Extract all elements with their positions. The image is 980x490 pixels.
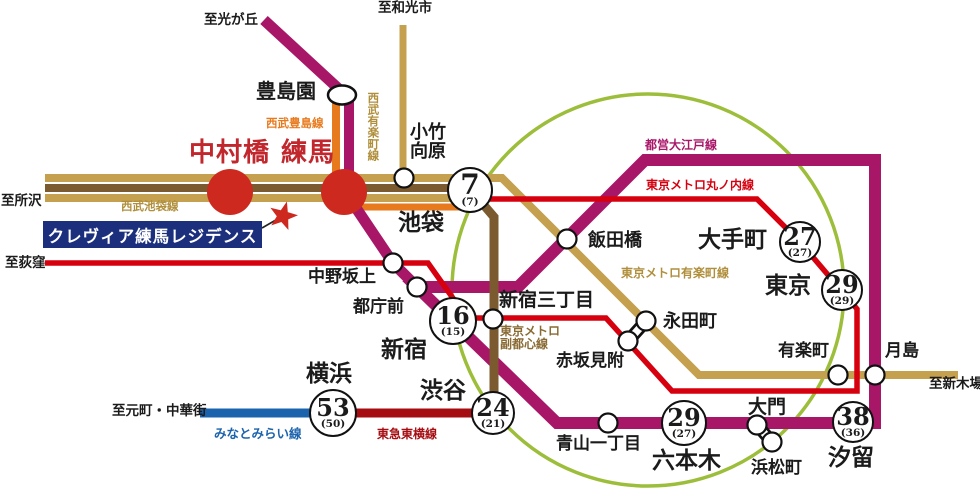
line-label-metro-yurakucho: 東京メトロ有楽町線 [621,266,730,280]
edge-label-hikarigaoka: 至光が丘 [204,12,258,28]
property-star-icon [270,201,298,230]
station-circle-nagatacho [635,310,657,332]
badge-minutes: 24 [476,392,510,422]
edge-label-wakoshi: 至和光市 [378,0,432,16]
edge-label-ogikubo: 至荻窪 [5,255,46,271]
station-circle-akasaka-mitsuke [617,330,639,352]
station-oval-toshimaen [326,84,358,106]
station-label-tokyo: 東京 [765,272,811,299]
station-label-kotake-mukaihara: 小竹 向原 [410,123,446,162]
fukutoshin-line-path [478,200,499,400]
station-circle-tochomae [406,276,428,298]
badge-minutes-alt: (21) [480,417,506,430]
marunouchi-line-path [45,196,860,394]
fukutoshin-line2: 副都心線 [500,336,549,351]
edge-label-shinkiba: 至新木場 [929,376,980,392]
kotake-line1: 小竹 [410,122,446,143]
station-label-daimon: 大門 [748,396,787,418]
badge-minutes-alt: (7) [461,196,479,209]
time-badge-shibuya: 24 (21) [471,391,515,435]
badge-minutes-alt: (50) [320,417,346,430]
station-label-akasaka-mitsuke: 赤坂見附 [556,351,624,371]
badge-minutes-alt: (27) [671,427,697,440]
time-badge-ikebukuro: 7 (7) [447,167,493,213]
time-badge-shiodome: 38 (36) [832,401,874,443]
station-label-yurakucho: 有楽町 [778,341,829,361]
badge-minutes: 16 [436,300,470,330]
station-circle-aoyama-itchome [597,412,619,434]
station-label-tsukishima: 月島 [885,341,919,361]
badge-minutes: 7 [460,168,480,202]
station-label-tochomae: 都庁前 [353,297,404,317]
station-label-nerima: 練馬 [281,138,336,168]
badge-minutes: 38 [836,401,870,431]
station-label-yokohama: 横浜 [306,360,352,387]
station-circle-iidabashi [556,228,578,250]
station-label-shinjuku: 新宿 [381,336,427,363]
line-label-toyoko: 東急東横線 [377,427,438,441]
property-callout: クレヴィア練馬レジデンス [43,221,262,248]
station-circle-shinjuku-sanchome [482,308,504,330]
badge-minutes-alt: (27) [787,246,813,259]
oedo-loop-path [402,154,881,429]
line-label-seibu-yurakucho: 西武有楽町線 [366,92,381,161]
station-circle-nerima [321,169,367,215]
badge-minutes: 29 [825,269,859,299]
station-label-toshimaen: 豊島園 [256,79,316,103]
line-label-marunouchi: 東京メトロ丸ノ内線 [646,178,755,192]
station-label-aoyama-itchome: 青山一丁目 [556,434,641,454]
line-label-fukutoshin: 東京メトロ 副都心線 [500,325,560,351]
time-badge-tokyo: 29 (29) [821,269,863,311]
station-label-iidabashi: 飯田橋 [588,230,642,251]
station-circle-kotake-mukaihara [393,167,415,189]
station-label-shiodome: 汐留 [828,444,874,471]
oedo-hikarigaoka-path [260,15,345,96]
station-circle-yurakucho [827,364,849,386]
station-circle-tsukishima [864,364,886,386]
station-label-shibuya: 渋谷 [420,377,466,404]
station-label-nakamurabashi: 中村橋 [189,138,271,168]
time-badge-shinjuku: 16 (15) [429,297,477,345]
badge-minutes-alt: (36) [840,426,866,439]
line-label-minatomirai: みなとみらい線 [214,426,302,441]
station-circle-hamamatsucho [761,431,783,453]
station-circle-daimon [746,414,768,436]
badge-minutes-alt: (29) [829,294,855,307]
station-label-nagatacho: 永田町 [663,311,717,332]
kotake-line2: 向原 [410,141,446,163]
station-label-shinjuku-sanchome: 新宿三丁目 [499,289,595,311]
time-badge-yokohama: 53 (50) [309,389,357,437]
station-label-nakano-sakaue: 中野坂上 [308,267,376,287]
station-circle-nakamurabashi [207,169,253,215]
badge-minutes: 53 [316,392,350,422]
line-label-oedo: 都営大江戸線 [645,138,718,152]
station-label-otemachi: 大手町 [698,226,767,253]
station-label-hamamatsucho: 浜松町 [751,458,802,478]
badge-minutes: 27 [783,221,817,251]
time-badge-otemachi: 27 (27) [779,221,821,263]
line-label-seibu-ikebukuro: 西武池袋線 [121,199,179,213]
station-label-roppongi: 六本木 [652,447,721,474]
edge-label-tokorozawa: 至所沢 [1,193,42,209]
badge-minutes-alt: (15) [440,325,466,338]
time-badge-roppongi: 29 (27) [661,400,707,446]
station-label-ikebukuro: 池袋 [398,209,444,236]
badge-minutes: 29 [667,402,701,432]
line-label-seibu-toshima: 西武豊島線 [266,116,324,130]
fukutoshin-line1: 東京メトロ [500,324,561,338]
edge-label-motomachi: 至元町・中華街 [112,403,207,419]
station-circle-nakano-sakaue [382,252,404,274]
